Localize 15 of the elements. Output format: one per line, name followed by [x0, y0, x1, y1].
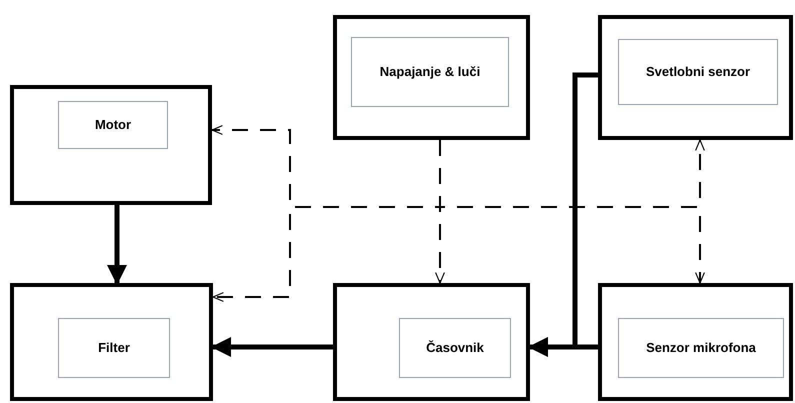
arrow: [211, 337, 333, 357]
block-label: Napajanje & luči: [351, 37, 509, 107]
block-label: Filter: [58, 318, 170, 378]
dashed-arrow: [439, 140, 705, 284]
block-box: [10, 283, 213, 401]
block-label: Svetlobni senzor: [618, 39, 778, 105]
block-label: Motor: [58, 101, 168, 149]
block-label: Senzor mikrofona: [618, 318, 784, 378]
block-box: [10, 85, 212, 205]
arrow: [107, 205, 127, 285]
block-box: [333, 283, 530, 401]
block-box: [333, 15, 530, 140]
block-box: [598, 283, 793, 401]
block-box: [598, 15, 793, 140]
block-label: Časovnik: [399, 318, 511, 378]
